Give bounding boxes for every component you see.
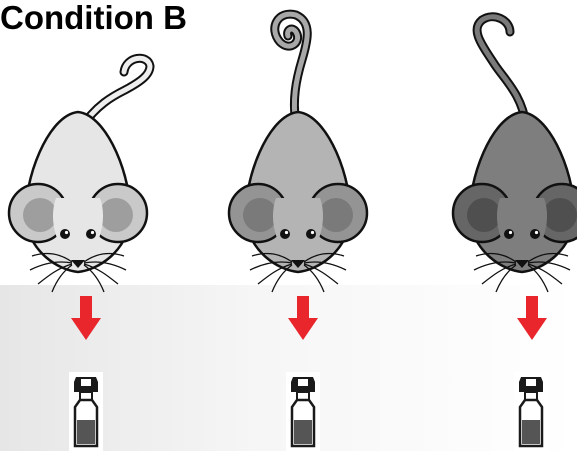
down-arrow-icon [71,296,101,340]
mouse-medium-gray [229,112,367,292]
down-arrow-icon [288,296,318,340]
condition-title: Condition B [0,0,187,40]
mouse-light-gray [9,112,147,292]
mouse-dark-gray [453,112,577,292]
sample-vial-icon [286,372,320,451]
sample-vial-icon [69,372,103,451]
down-arrow-icon [517,296,547,340]
sample-vial-icon [514,372,548,451]
